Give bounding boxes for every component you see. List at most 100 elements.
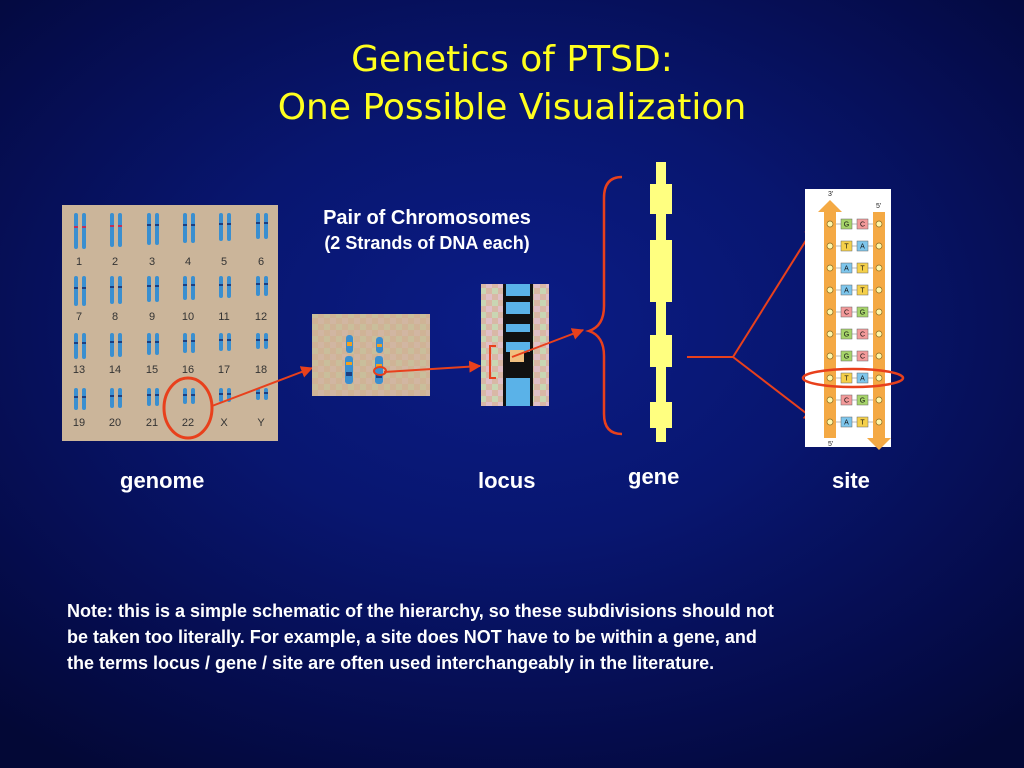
base-box [856, 372, 869, 384]
note-line-2: be taken too literally. For example, a s… [67, 627, 757, 647]
karyotype-chromosome [219, 276, 223, 298]
karyotype-number: 7 [76, 311, 82, 323]
karyotype-chromosome [155, 213, 159, 245]
sugar-node-left [826, 374, 834, 382]
chromosome-pair-image [312, 314, 430, 396]
karyotype-band [155, 224, 159, 226]
label-gene: gene [628, 464, 680, 489]
karyotype-number: Y [257, 417, 265, 429]
arrow-locus-to-gene [511, 328, 585, 358]
label-locus: locus [478, 468, 536, 493]
karyotype-number: 14 [109, 364, 121, 376]
karyotype-band [191, 284, 195, 286]
sugar-node-right [875, 396, 883, 404]
karyotype-chromosome [183, 213, 187, 243]
sugar-node-left [826, 308, 834, 316]
karyotype-chromosome [82, 333, 86, 359]
karyotype-chromosome [110, 276, 114, 304]
title-line-1: Genetics of PTSD: [351, 39, 673, 80]
base-letter: G [844, 222, 849, 229]
karyotype-number: 15 [146, 364, 158, 376]
sugar-node-right [875, 286, 883, 294]
karyotype-chromosome [155, 333, 159, 355]
base-box [856, 394, 869, 406]
karyotype-band [147, 341, 151, 343]
base-letter: C [844, 398, 849, 405]
karyotype-number: 13 [73, 364, 85, 376]
slide-title: Genetics of PTSD: One Possible Visualiza… [0, 36, 1024, 132]
base-box [840, 372, 853, 384]
base-letter: T [860, 420, 865, 427]
chromosome-22-highlight-circle [162, 376, 214, 440]
karyotype-band [264, 339, 268, 341]
karyotype-band [74, 396, 78, 398]
karyotype-chromosome [191, 333, 195, 353]
karyotype-band [183, 284, 187, 286]
karyotype-band [147, 224, 151, 226]
karyotype-number: 12 [255, 311, 267, 323]
karyotype-band [256, 392, 260, 394]
karyotype-chromosome [118, 333, 122, 357]
karyotype-band [82, 287, 86, 289]
karyotype-chromosome [82, 388, 86, 410]
karyotype-chromosome [147, 276, 151, 302]
strand-label-5prime-top: 5' [876, 203, 881, 210]
karyotype-band [110, 341, 114, 343]
pair-caption-line-1: Pair of Chromosomes [323, 207, 531, 229]
arrow-gene-to-site-bottom [732, 356, 816, 421]
karyotype-band [118, 341, 122, 343]
karyotype-chromosome [227, 213, 231, 241]
base-letter: A [860, 376, 865, 383]
label-site: site [832, 468, 870, 493]
karyotype-band [191, 340, 195, 342]
karyotype-band [191, 224, 195, 226]
karyotype-chromosome [74, 388, 78, 410]
karyotype-chromosome [183, 276, 187, 300]
karyotype-chromosome [110, 213, 114, 247]
base-box [840, 284, 853, 296]
base-box [840, 240, 853, 252]
karyotype-band [147, 394, 151, 396]
karyotype-number: 2 [112, 256, 118, 268]
base-letter: G [860, 398, 865, 405]
karyotype-chromosomes [74, 213, 268, 410]
karyotype-number: 3 [149, 256, 155, 268]
karyotype-chromosome [110, 333, 114, 357]
site-highlight-oval [801, 367, 905, 389]
karyotype-chromosome [191, 276, 195, 300]
karyotype-band [227, 393, 231, 395]
base-letter: T [844, 244, 849, 251]
base-box [856, 262, 869, 274]
note-line-3: the terms locus / gene / site are often … [67, 653, 715, 673]
karyotype-chromosome [264, 276, 268, 296]
karyotype-band [219, 284, 223, 286]
base-box [856, 350, 869, 362]
title-line-2: One Possible Visualization [277, 87, 747, 128]
sugar-node-right [875, 264, 883, 272]
base-letter: C [844, 310, 849, 317]
karyotype-chromosome [155, 276, 159, 302]
base-box [856, 218, 869, 230]
karyotype-chromosome [264, 213, 268, 239]
karyotype-band [155, 394, 159, 396]
base-letter: C [860, 332, 865, 339]
karyotype-band [82, 342, 86, 344]
base-letter: C [860, 222, 865, 229]
sugar-node-right [875, 242, 883, 250]
karyotype-chromosome [219, 333, 223, 351]
karyotype-chromosome [118, 388, 122, 408]
base-box [840, 262, 853, 274]
sugar-node-right [875, 308, 883, 316]
base-box [856, 416, 869, 428]
karyotype-band [118, 286, 122, 288]
footnote: Note: this is a simple schematic of the … [67, 598, 967, 676]
karyotype-band [256, 222, 260, 224]
base-letter: C [860, 354, 865, 361]
base-letter: T [844, 376, 849, 383]
sugar-node-right [875, 352, 883, 360]
karyotype-chromosome [74, 213, 78, 249]
